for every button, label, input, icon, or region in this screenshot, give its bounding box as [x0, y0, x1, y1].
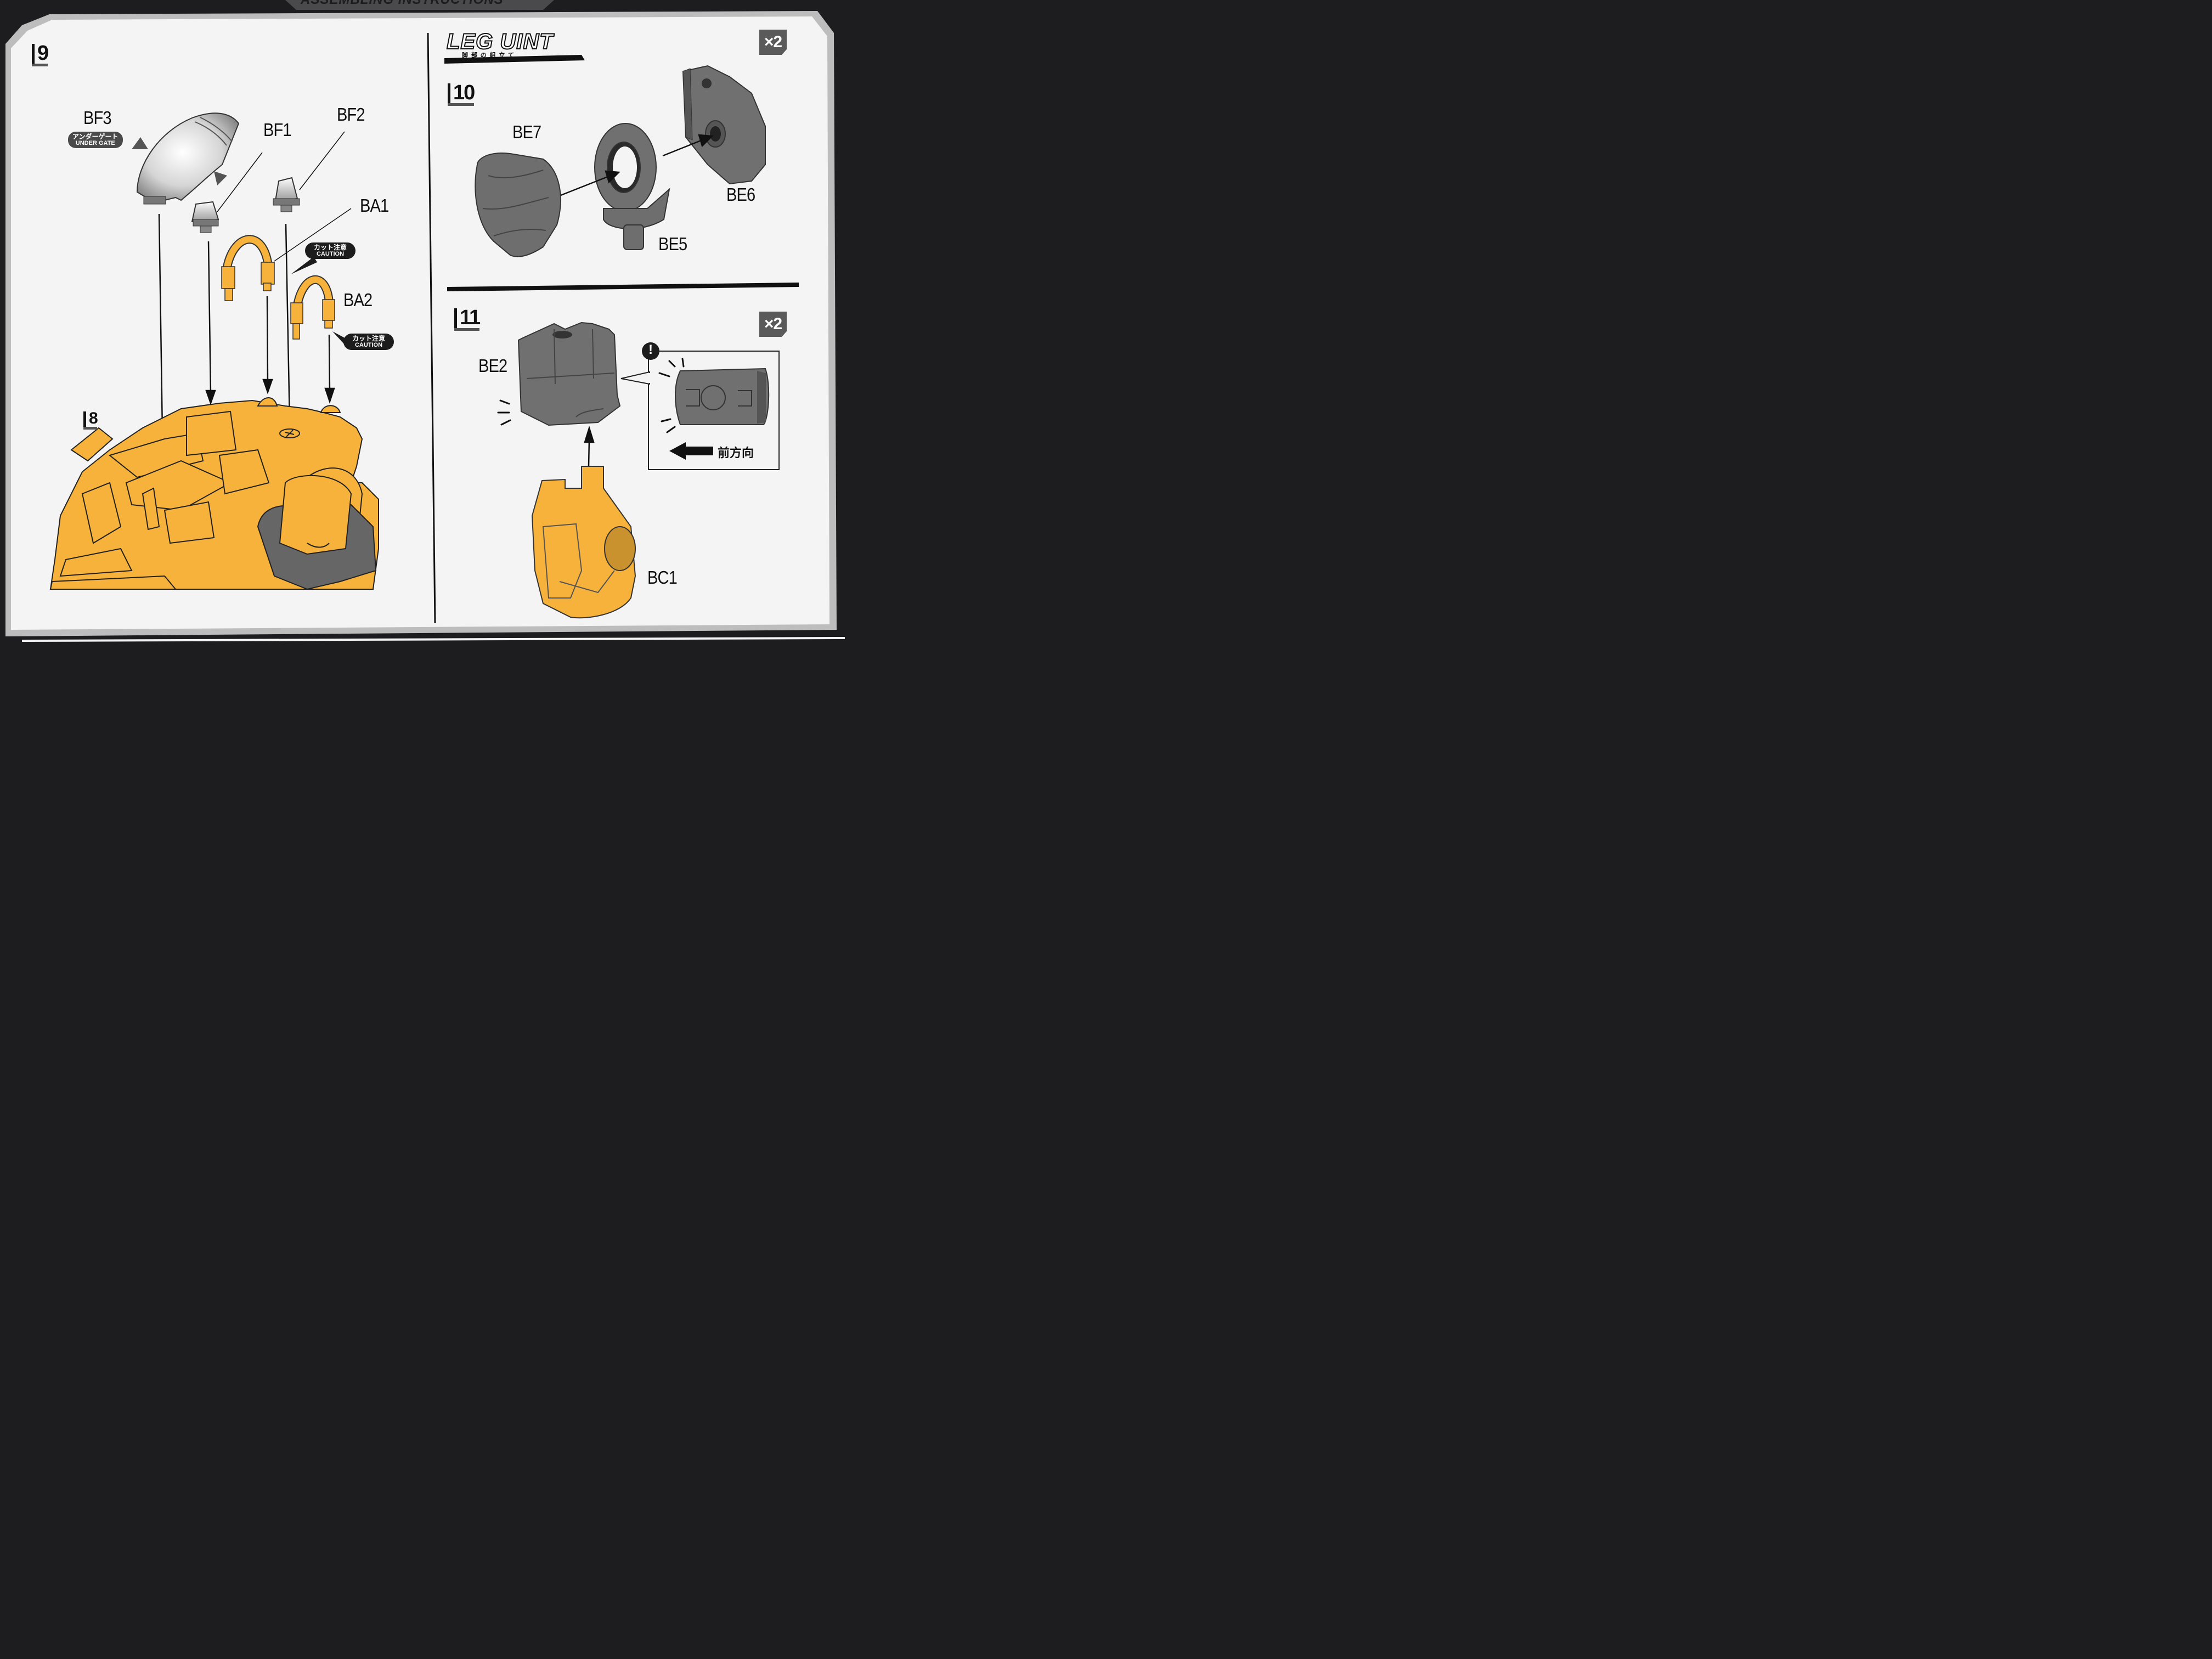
part-label-bf1: BF1: [263, 120, 292, 140]
part-label-bf2: BF2: [337, 104, 365, 125]
step-number-9: 9: [32, 43, 49, 66]
caution-jp: カット注意: [352, 335, 385, 342]
part-label-ba2: BA2: [343, 290, 373, 310]
caution-tag-ba1: カット注意 CAUTION: [305, 242, 356, 259]
step-number-8: 8: [83, 410, 98, 430]
step-number-11: 11: [454, 307, 481, 331]
caution-tag-ba2: カット注意 CAUTION: [343, 334, 394, 351]
under-gate-jp: アンダーゲート: [72, 133, 119, 140]
caution-jp: カット注意: [313, 244, 347, 251]
attention-mark: !: [648, 342, 653, 357]
header-title: ASSEMBLING INSTRUCTIONS: [301, 0, 504, 8]
part-label-bf3: BF3: [83, 108, 112, 128]
under-gate-tag: アンダーゲート UNDER GATE: [68, 132, 123, 149]
part-label-bc1: BC1: [647, 567, 678, 588]
section-subtitle: 脚 部 の 組 立 て: [462, 52, 515, 59]
part-label-be5: BE5: [658, 234, 687, 254]
part-label-be7: BE7: [512, 122, 541, 142]
step-number-10: 10: [448, 82, 475, 106]
direction-label: 前方向: [718, 447, 754, 460]
part-label-be2: BE2: [478, 356, 507, 376]
section-title: LEG UINT: [446, 29, 554, 54]
quantity-badge-step11: ×2: [759, 312, 787, 337]
part-label-be6: BE6: [726, 184, 755, 205]
caution-en: CAUTION: [354, 341, 383, 348]
instruction-sheet: ASSEMBLING INSTRUCTIONS LEG UINT 脚 部 の 組…: [0, 0, 860, 645]
under-gate-en: UNDER GATE: [75, 139, 115, 146]
quantity-badge-step10: ×2: [759, 30, 787, 55]
part-label-ba1: BA1: [360, 195, 389, 216]
manual-artwork: [0, 0, 860, 645]
caution-en: CAUTION: [316, 250, 345, 257]
